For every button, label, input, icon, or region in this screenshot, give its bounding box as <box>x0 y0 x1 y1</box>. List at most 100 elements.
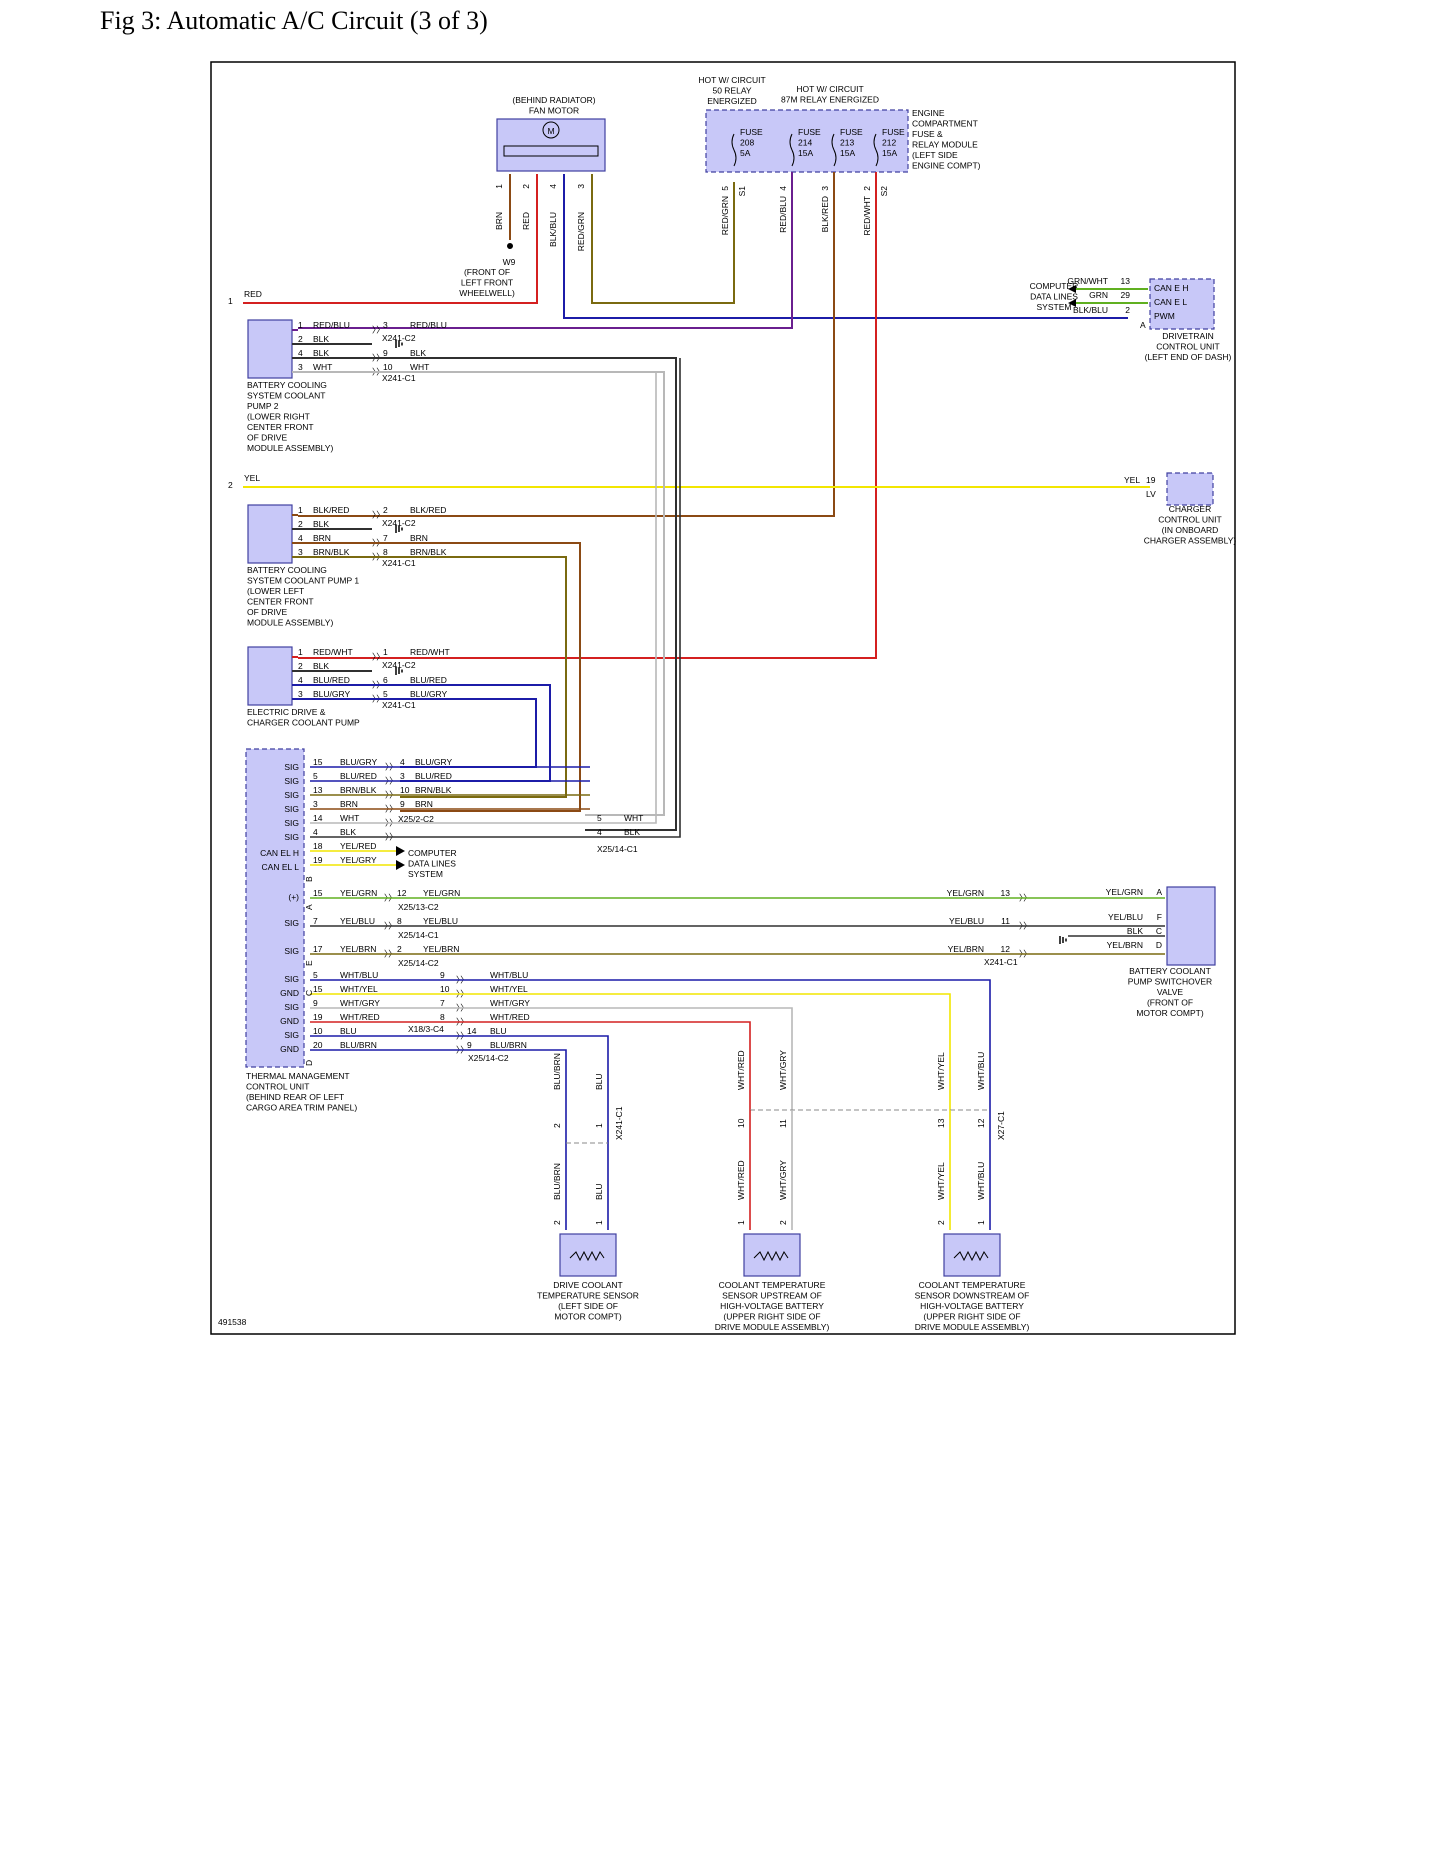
tmcu-b-pin: 14 <box>313 813 323 823</box>
arrow-icon <box>396 860 405 870</box>
fuse-label: FUSE <box>882 127 905 137</box>
tmcu-mid-conn-pin: 8 <box>397 916 402 926</box>
sensor-conn-pin: 1 <box>594 1123 604 1128</box>
fan-motor-pin: 3 <box>576 184 586 189</box>
valve-box <box>1166 886 1216 966</box>
tmcu-b-conn-pin: 5 <box>597 813 602 823</box>
ground-w9-caption: WHEELWELL) <box>459 288 515 298</box>
sensor-wire-top-label: BLU/BRN <box>552 1053 562 1090</box>
wire-red-blu <box>298 172 793 329</box>
tmcu-d-conn-pin: 14 <box>467 1026 477 1036</box>
drivetrain-cdl-label: COMPUTER <box>1030 281 1079 291</box>
sensor-conn-pin: 13 <box>936 1118 946 1128</box>
edcp-conn-c1: X241-C1 <box>382 700 416 710</box>
valve-conn-label: X241-C1 <box>984 957 1018 967</box>
tmcu-mid-conn: X25/14-C2 <box>398 958 439 968</box>
fuse-box-caption: ENGINE <box>912 108 945 118</box>
pump2-wire-label: WHT <box>313 362 332 372</box>
figure-title: Fig 3: Automatic A/C Circuit (3 of 3) <box>100 6 488 35</box>
wire-wht-yel <box>310 993 951 1110</box>
sensor-conn-pin: 2 <box>552 1123 562 1128</box>
tmcu-d-pin: 20 <box>313 1040 323 1050</box>
tmcu-conn-x25-2: X25/2-C2 <box>398 814 434 824</box>
fan-motor-wire-label: RED <box>521 212 531 230</box>
pump1-pin: 3 <box>298 547 303 557</box>
tmcu-b-conn-wire-label: BLK <box>624 827 640 837</box>
pump1-pin: 4 <box>298 533 303 543</box>
tmcu-mid-conn-wire-label: YEL/BRN <box>423 944 459 954</box>
wire-wht-gry <box>310 1007 793 1110</box>
drivetrain-pin-num: 13 <box>1121 276 1131 286</box>
motor-bus <box>503 145 599 157</box>
tmcu-pin-label: SIG <box>284 832 299 842</box>
wire-blk-blu <box>563 174 1128 319</box>
wire-red <box>243 174 538 304</box>
edcp-pin: 1 <box>298 647 303 657</box>
tmcu-d-wire-label: WHT/BLU <box>340 970 378 980</box>
thermistor-icon <box>753 1250 789 1262</box>
pump1-wire-label: BLK <box>313 519 329 529</box>
charger-conn-label: LV <box>1146 489 1156 499</box>
pump2-conn-pin: 3 <box>383 320 388 330</box>
drivetrain-cu-box <box>1149 278 1215 330</box>
pump2-pin: 1 <box>298 320 303 330</box>
pump1-conn-wire-label: BRN/BLK <box>410 547 447 557</box>
tmcu-b-pin: 18 <box>313 841 323 851</box>
fuse-hot87-caption: 87M RELAY ENERGIZED <box>781 95 879 105</box>
tmcu-b-conn-wire-label: WHT <box>624 813 643 823</box>
tmcu-conn-d: D <box>304 1060 314 1066</box>
sensor-caption: HIGH-VOLTAGE BATTERY <box>920 1301 1024 1311</box>
sensor-wire-bot-label: WHT/YEL <box>936 1162 946 1200</box>
tmcu-caption: THERMAL MANAGEMENT <box>246 1071 350 1081</box>
pump1-conn-pin: 2 <box>383 505 388 515</box>
pump1-pin: 1 <box>298 505 303 515</box>
wire-blk-red <box>298 172 835 517</box>
tmcu-b-conn-wire-label: BRN <box>415 799 433 809</box>
sensor-wire-bot-label: WHT/BLU <box>976 1162 986 1200</box>
valve-pin: D <box>1156 940 1162 950</box>
tmcu-b-wire-label: BLU/GRY <box>340 757 377 767</box>
tmcu-d-conn-pin: 7 <box>440 998 445 1008</box>
tmcu-caption: CONTROL UNIT <box>246 1082 309 1092</box>
fuse-label: 15A <box>798 148 813 158</box>
fuse-wire-label: BLK/RED <box>820 196 830 232</box>
sensor-wire-top-label: WHT/BLU <box>976 1052 986 1090</box>
fuse-label: 5A <box>740 148 751 158</box>
tmcu-conn-e: E <box>304 960 314 966</box>
tmcu-b-wire-label: YEL/GRY <box>340 855 377 865</box>
drivetrain-cu-pin: CAN E L <box>1154 297 1187 307</box>
pump2-conn-wire-label: RED/BLU <box>410 320 447 330</box>
tmcu-d-conn-pin: 10 <box>440 984 450 994</box>
sensor-wire-bot-label: BLU <box>594 1183 604 1200</box>
sensor-caption: COOLANT TEMPERATURE <box>719 1280 826 1290</box>
sensor-caption: COOLANT TEMPERATURE <box>919 1280 1026 1290</box>
wire-blu <box>310 1035 609 1230</box>
tmcu-caption: CARGO AREA TRIM PANEL) <box>246 1103 357 1113</box>
tmcu-mid-conn-pin: 2 <box>397 944 402 954</box>
drivetrain-cu-pin: CAN E H <box>1154 283 1188 293</box>
tmcu-conn-x25-14-c1: X25/14-C1 <box>597 844 638 854</box>
pump2-conn-pin: 9 <box>383 348 388 358</box>
drivetrain-conn-label: A <box>1140 320 1146 330</box>
fan-motor-wire-label: BLK/BLU <box>548 212 558 247</box>
fuse-icon <box>789 133 795 167</box>
pump2-conn-wire-label: WHT <box>410 362 429 372</box>
wire-wht-blu <box>310 979 991 1110</box>
sensor-caption: HIGH-VOLTAGE BATTERY <box>720 1301 824 1311</box>
fuse-connector-s2: S2 <box>879 186 889 197</box>
wire-blu-brn <box>310 1049 567 1230</box>
drivetrain-pin-num: 2 <box>1125 305 1130 315</box>
drivetrain-wire-label: BLK/BLU <box>1073 305 1108 315</box>
pump2-conn-wire-label: BLK <box>410 348 426 358</box>
tmcu-mid-wire-label: YEL/GRN <box>340 888 377 898</box>
sensor-box <box>559 1233 617 1277</box>
tmcu-pin-label: GND <box>280 988 299 998</box>
fan-motor-caption: (BEHIND RADIATOR) <box>512 95 595 105</box>
tmcu-conn-x18: X18/3-C4 <box>408 1024 444 1034</box>
tmcu-d-conn-wire-label: WHT/RED <box>490 1012 530 1022</box>
fan-motor-wire-label: BRN <box>494 212 504 230</box>
tmcu-d-conn-wire-label: WHT/GRY <box>490 998 530 1008</box>
fuse-label: 214 <box>798 138 812 148</box>
pump2-wire <box>292 357 677 831</box>
